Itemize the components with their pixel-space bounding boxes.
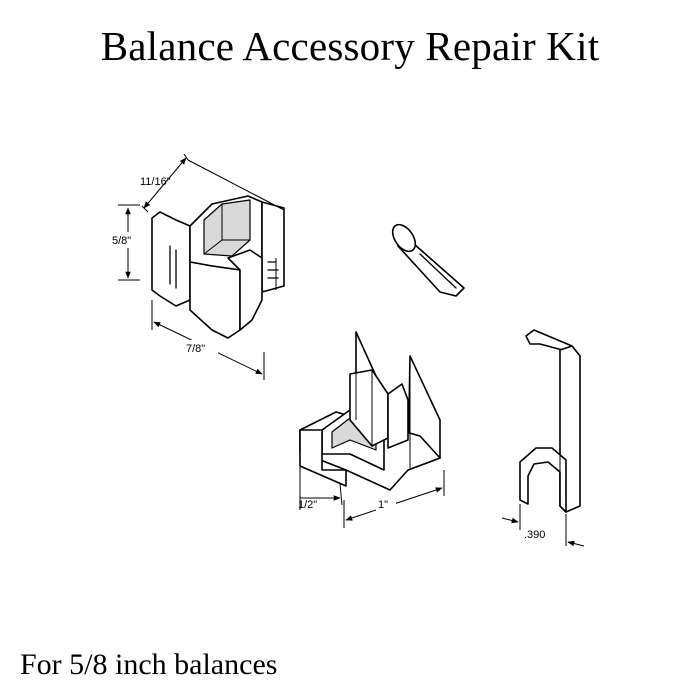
dim-shoe-height: 5/8"	[110, 204, 146, 281]
page-title: Balance Accessory Repair Kit	[100, 23, 600, 69]
balance-shoe	[151, 195, 285, 339]
pivot-pin	[391, 223, 465, 297]
dim-cam-width: 1/2"	[298, 460, 343, 511]
dim-label-clip-width: .390	[524, 529, 545, 541]
dim-label-cam-width: 1/2"	[298, 499, 317, 511]
dim-label-shoe-length: 7/8"	[186, 343, 205, 355]
dim-clip-width: .390	[501, 504, 585, 547]
dim-shoe-width: 11/16"	[140, 153, 285, 213]
balance-cam	[299, 331, 441, 491]
dim-label-shoe-width: 11/16"	[140, 176, 171, 188]
dim-shoe-length: 7/8"	[151, 300, 265, 380]
footer-caption: For 5/8 inch balances	[20, 648, 278, 681]
spring-clip	[519, 329, 581, 513]
dim-cam-length: 1"	[343, 470, 445, 528]
dim-label-shoe-height: 5/8"	[112, 235, 131, 247]
dim-label-cam-length: 1"	[378, 499, 388, 511]
